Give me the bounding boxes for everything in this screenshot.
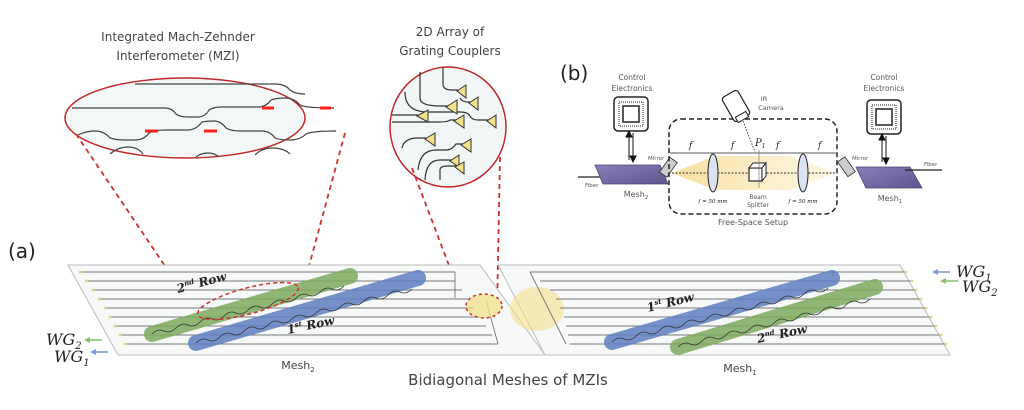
mzi-waveguides xyxy=(72,83,337,158)
mesh1-row1-band xyxy=(604,270,840,350)
mesh1-chip-label: Mesh1 xyxy=(878,194,903,205)
ir-camera-line2: Camera xyxy=(758,104,784,112)
mesh1-gc-highlight xyxy=(510,287,564,331)
mesh2-edge-couplers xyxy=(78,270,127,346)
lens-left xyxy=(707,153,719,193)
control-right-line1: Control xyxy=(870,73,897,82)
control-right-arrows xyxy=(878,132,890,166)
mesh2-mzi-highlight xyxy=(196,281,300,321)
mzi-callout-title-line2: Interferometer (MZI) xyxy=(116,49,239,63)
mzi-zoom-callout xyxy=(64,77,337,159)
mesh2-chip-icon xyxy=(594,164,669,185)
fiber-right-label: Fiber xyxy=(924,162,938,168)
focal-f-1: f xyxy=(688,141,694,151)
panel-a-caption: Bidiagonal Meshes of MZIs xyxy=(408,371,608,389)
mesh2-chip-label: Mesh2 xyxy=(624,190,649,201)
lens-left-label: f = 50 mm xyxy=(697,199,727,205)
gc-callout-title-line1: 2D Array of xyxy=(416,25,485,39)
gc-callout-title-line2: Grating Couplers xyxy=(399,44,501,58)
mesh1-label: Mesh1 xyxy=(723,362,756,377)
mesh2-label: Mesh2 xyxy=(281,359,314,374)
mesh2-chip xyxy=(67,264,546,356)
panel-a-label: (a) xyxy=(8,239,36,263)
mesh2-row1-band xyxy=(188,270,426,351)
grating-coupler-triangles xyxy=(415,84,497,176)
free-space-box xyxy=(668,118,838,215)
mirror-right-label: Mirror xyxy=(852,156,869,162)
mesh1-chip xyxy=(497,264,951,356)
control-left-arrows xyxy=(625,129,637,164)
control-left-line2: Electronics xyxy=(612,84,653,93)
mesh2-gc-highlight xyxy=(465,293,503,319)
mzi-callout-title-line1: Integrated Mach-Zehnder xyxy=(101,30,255,44)
gc-zoom-callout xyxy=(389,66,507,188)
focal-f-2: f xyxy=(730,141,736,151)
focal-f-4: f xyxy=(817,141,823,151)
control-right-line2: Electronics xyxy=(864,84,905,93)
wg2-right-label: WG2 xyxy=(962,277,998,299)
mirror-left-label: Mirror xyxy=(648,156,665,162)
mirror-right xyxy=(837,156,856,178)
wg1-left-label: WG1 xyxy=(54,347,90,369)
ir-camera-line1: IR xyxy=(761,95,768,103)
wg1-right-label: WG1 xyxy=(956,262,992,284)
wg2-left-label: WG2 xyxy=(46,330,82,352)
panel-b-label: (b) xyxy=(560,61,588,85)
control-electronics-left-icon xyxy=(613,96,649,132)
lens-right-label: f = 50 mm xyxy=(787,199,817,205)
ir-camera-icon xyxy=(721,89,756,153)
mesh1-chip-icon xyxy=(855,166,923,189)
mzi-phase-shifters xyxy=(145,106,331,133)
gc-callout-leaders xyxy=(411,156,501,313)
mesh2-row1-label: 1st Row xyxy=(286,312,337,337)
beam-splitter xyxy=(747,150,768,188)
mesh1-row2-label: 2nd Row xyxy=(755,321,809,347)
fiber-left-label: Fiber xyxy=(585,183,599,189)
lens-right xyxy=(797,153,809,193)
free-space-caption: Free-Space Setup xyxy=(718,218,788,227)
p1-label: P1 xyxy=(754,138,766,150)
control-left-line1: Control xyxy=(618,73,645,82)
beam-splitter-line2: Splitter xyxy=(747,202,769,209)
focal-f-3: f xyxy=(775,141,781,151)
beam-splitter-line1: Beam xyxy=(749,194,766,201)
control-electronics-right-icon xyxy=(866,99,902,135)
